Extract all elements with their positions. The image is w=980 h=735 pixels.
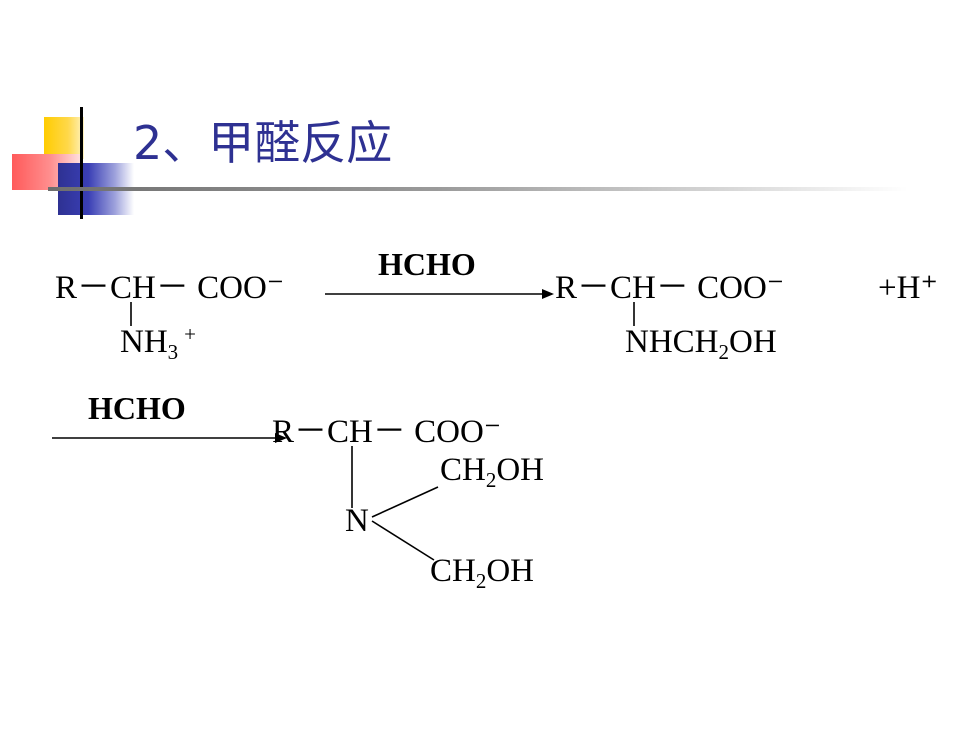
- deco-vertical-line: [80, 107, 83, 219]
- product2-upper-group: CH2OH: [440, 452, 544, 492]
- product1-substituent: NHCH2OH: [625, 324, 777, 364]
- reagent-label-1: HCHO: [378, 246, 476, 282]
- product1-chain: R－CH－ COO⁻: [555, 270, 784, 306]
- product2-bond-upper: [371, 486, 439, 518]
- reactant-chain: R－CH－ COO⁻: [55, 270, 284, 306]
- title-underline: [48, 187, 908, 191]
- byproduct-proton: +H⁺: [878, 270, 938, 306]
- slide-title: 2、甲醛反应: [133, 116, 393, 170]
- deco-yellow-square: [44, 117, 84, 159]
- product2-lower-group: CH2OH: [430, 553, 534, 593]
- product2-chain: R－CH－ COO⁻: [272, 414, 501, 450]
- reagent-label-2: HCHO: [88, 390, 186, 426]
- product2-nitrogen: N: [345, 503, 369, 539]
- product2-bond-lower: [371, 520, 435, 561]
- reactant-substituent: NH3+: [120, 322, 196, 364]
